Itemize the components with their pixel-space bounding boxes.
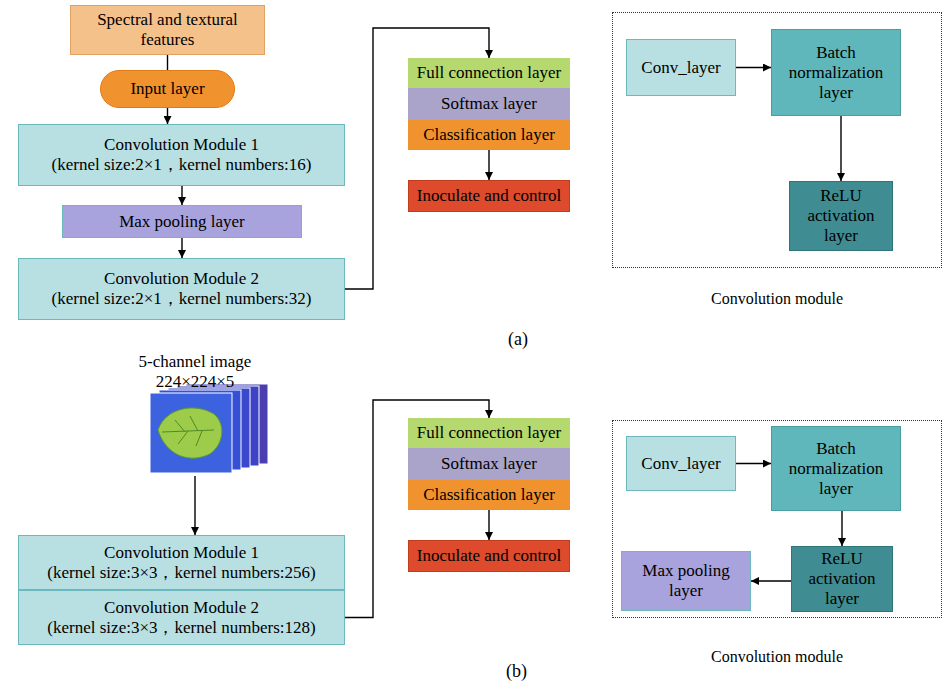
node-label: (kernel size:3×3，kernel numbers:256)	[47, 563, 315, 583]
node-label: Convolution Module 2	[104, 598, 259, 618]
node-label: Max pooling layer	[627, 561, 745, 601]
node-label: Softmax layer	[441, 94, 537, 114]
node-label: Full connection layer	[417, 63, 561, 83]
node-label: Softmax layer	[441, 454, 537, 474]
classification-box: Classification layer	[408, 480, 570, 510]
module-caption: Convolution module	[613, 289, 941, 309]
batchnorm-box: Batch normalization layer	[771, 29, 901, 116]
image-input: 5-channel image224×224×5	[120, 352, 270, 476]
conv-layer-box: Conv_layer	[626, 436, 736, 491]
node-label: Classification layer	[423, 485, 555, 505]
node-label: Conv_layer	[641, 454, 720, 474]
node-label: 224×224×5	[156, 372, 235, 392]
leaf-shape	[158, 408, 222, 458]
conv-module-box: Convolution Module 2(kernel size:2×1，ker…	[18, 258, 345, 320]
node-label: Batch normalization layer	[777, 43, 895, 103]
connector-arrow	[167, 55, 168, 70]
node-label: Convolution Module 1	[104, 135, 259, 155]
node-label: Convolution Module 2	[104, 269, 259, 289]
panel-label: (b)	[506, 660, 527, 682]
pooling-box: Max pooling layer	[62, 205, 302, 238]
connector-arrow	[736, 463, 771, 464]
node-label: (kernel size:2×1，kernel numbers:16)	[52, 155, 312, 175]
output-box: Inoculate and control	[408, 540, 570, 572]
channel-layer	[150, 393, 232, 473]
connector-arrow	[751, 580, 791, 581]
connector-arrow	[488, 150, 489, 180]
node-label: Full connection layer	[417, 423, 561, 443]
softmax-box: Softmax layer	[408, 448, 570, 480]
pooling-box: Max pooling layer	[621, 551, 751, 611]
node-label: Spectral and textural features	[76, 10, 259, 50]
connector-arrow	[181, 238, 182, 258]
batchnorm-box: Batch normalization layer	[771, 426, 901, 511]
module-frame: Convolution moduleConv_layerBatch normal…	[612, 420, 942, 618]
node-label: Input layer	[130, 79, 204, 99]
classification-box: Classification layer	[408, 120, 570, 150]
leaf-vein	[162, 416, 214, 446]
fc-layer-box: Full connection layer	[408, 58, 570, 88]
channel-stack	[150, 384, 268, 473]
node-label: (kernel size:3×3，kernel numbers:128)	[47, 618, 315, 638]
panel-label: (a)	[508, 328, 528, 350]
node-label: Convolution Module 1	[104, 543, 259, 563]
node-label: Batch normalization layer	[777, 439, 895, 499]
node-label: Conv_layer	[641, 58, 720, 78]
node-label: ReLU activation layer	[797, 549, 887, 609]
connector-arrow	[194, 476, 195, 535]
node-label: (kernel size:2×1，kernel numbers:32)	[52, 289, 312, 309]
node-label: Max pooling layer	[119, 212, 245, 232]
output-box: Inoculate and control	[408, 180, 570, 212]
module-caption: Convolution module	[613, 647, 941, 667]
connector-arrow	[181, 186, 182, 205]
node-label: 5-channel image	[139, 352, 252, 372]
node-label: Inoculate and control	[417, 186, 561, 206]
conv-layer-box: Conv_layer	[626, 39, 736, 96]
module-frame: Convolution moduleConv_layerBatch normal…	[612, 12, 942, 268]
fc-layer-box: Full connection layer	[408, 418, 570, 448]
connector-arrow	[736, 67, 771, 68]
connector-arrow	[841, 511, 842, 546]
node-label: ReLU activation layer	[795, 186, 887, 246]
softmax-box: Softmax layer	[408, 88, 570, 120]
node-label: Classification layer	[423, 125, 555, 145]
conv-module-box: Convolution Module 1(kernel size:2×1，ker…	[18, 124, 345, 186]
conv-module-box: Convolution Module 1(kernel size:3×3，ker…	[18, 535, 345, 590]
input-terminal: Input layer	[100, 70, 235, 108]
connector-arrow	[167, 108, 168, 124]
connector-arrow	[840, 116, 841, 181]
conv-module-box: Convolution Module 2(kernel size:3×3，ker…	[18, 590, 345, 645]
connector-arrow	[488, 510, 489, 540]
relu-box: ReLU activation layer	[789, 181, 893, 251]
node-label: Inoculate and control	[417, 546, 561, 566]
relu-box: ReLU activation layer	[791, 546, 893, 612]
feature-box: Spectral and textural features	[70, 5, 265, 55]
